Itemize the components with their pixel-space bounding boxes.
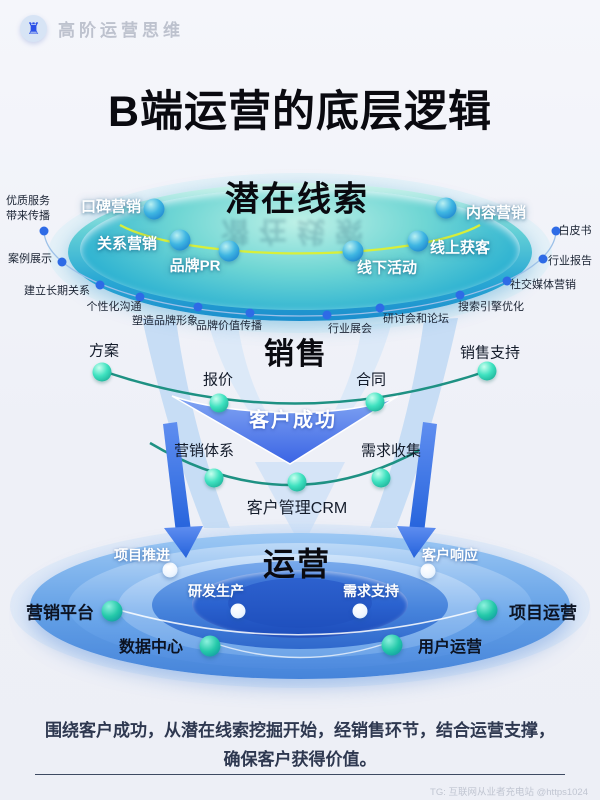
crm-label: 客户管理CRM (246, 500, 348, 517)
ops-outer-label: 用户运营 (417, 639, 483, 656)
lead-outer-label: 社交媒体营销 (510, 279, 576, 291)
lead-node-dot (143, 198, 165, 220)
flow-arrow-left-head (164, 526, 203, 558)
sales-node-dot (92, 362, 112, 382)
summary-line1: 围绕客户成功，从潜在线索挖掘开始，经销售环节，结合运营支撑， (45, 721, 555, 740)
leads-outer-arc (43, 229, 557, 317)
ops-node-dot-white (230, 603, 246, 619)
sales-node-dot (365, 392, 385, 412)
lead-node-dot (169, 229, 191, 251)
lead-outer-label: 研讨会和论坛 (383, 313, 449, 325)
brand-name: 高阶运营思维 (58, 21, 184, 40)
outer-node-dot (57, 257, 67, 267)
outer-node-dot (193, 302, 203, 312)
lead-ring-label: 品牌PR (169, 257, 221, 275)
flow-arrow-right-head (397, 526, 436, 558)
lead-outer-label: 塑造品牌形象 (132, 315, 198, 327)
outer-node-dot (551, 226, 561, 236)
sales-arc (99, 368, 491, 405)
ops-outer-label: 数据中心 (118, 639, 184, 656)
sales-stage-title: 销售 (264, 338, 328, 371)
cs-node-dot (287, 472, 307, 492)
ops-arc-outer (111, 606, 489, 636)
sales-item-label: 报价 (202, 371, 234, 389)
ops-node-dot-teal (199, 635, 221, 657)
lead-node-dot (435, 197, 457, 219)
brand-logo: ♜ 高阶运营思维 (20, 15, 184, 42)
lead-node-dot (342, 240, 364, 262)
ops-stage-title: 运营 (262, 546, 332, 582)
ops-node-dot-white (352, 603, 368, 619)
funnel-wall-inner-right (308, 322, 392, 448)
lead-ring-label: 口碑营销 (80, 198, 142, 216)
lead-outer-label: 个性化沟通 (86, 301, 142, 313)
outer-node-dot (538, 254, 548, 264)
ops-node-dot-teal (476, 599, 498, 621)
page-title: B端运营的底层逻辑 (107, 88, 493, 136)
outer-node-dot (245, 308, 255, 318)
outer-node-dot (375, 303, 385, 313)
outer-node-dot (502, 276, 512, 286)
flow-arrow-right-shaft (409, 422, 437, 533)
ops-inner-label: 项目推进 (114, 547, 170, 563)
ops-arc-inner (207, 640, 394, 659)
outer-node-dot (95, 280, 105, 290)
lead-outer-label: 白皮书 (558, 225, 592, 237)
outer-node-dot (135, 292, 145, 302)
lead-ring-label: 关系营销 (96, 235, 158, 253)
lead-outer-label: 行业报告 (548, 255, 592, 267)
summary-text: 围绕客户成功，从潜在线索挖掘开始，经销售环节，结合运营支撑， 确保客户获得价值。 (20, 716, 580, 774)
ops-node-dot-teal (101, 600, 123, 622)
cs-stage-title: 客户成功 (249, 409, 337, 432)
leads-stage-title: 潜在线索 (225, 180, 369, 219)
lead-ring-label: 线下活动 (356, 259, 418, 277)
cs-item-label: 需求收集 (360, 442, 422, 460)
lead-outer-label: 建立长期关系 (24, 285, 90, 297)
lead-outer-label: 行业展会 (328, 323, 372, 335)
sales-node-dot (209, 393, 229, 413)
ops-node-dot-white (420, 563, 436, 579)
sales-item-label: 方案 (88, 342, 120, 360)
ops-outer-label: 项目运营 (509, 603, 577, 623)
lead-node-dot (218, 240, 240, 262)
divider (35, 774, 565, 775)
flow-arrow-left-shaft (163, 422, 191, 533)
cs-arrow (171, 395, 399, 465)
lead-outer-label: 优质服务带来传播 (6, 195, 50, 222)
lead-ring-label: 线上获客 (429, 239, 491, 257)
sales-node-dot (477, 361, 497, 381)
outer-node-dot (322, 310, 332, 320)
outer-node-dot (455, 290, 465, 300)
lead-outer-label: 搜索引擎优化 (458, 301, 524, 313)
cs-node-dot (371, 468, 391, 488)
funnel-wall-inner-left (208, 322, 292, 448)
funnel-wall-right (370, 318, 458, 528)
summary-line2: 确保客户获得价值。 (223, 750, 377, 769)
lead-node-dot (407, 230, 429, 252)
cs-item-label: 营销体系 (173, 442, 235, 460)
lead-outer-label: 品牌价值传播 (196, 320, 262, 332)
ops-inner-label: 需求支持 (343, 583, 399, 599)
ops-inner-label: 研发生产 (188, 583, 244, 599)
rook-icon: ♜ (20, 15, 47, 42)
ops-inner-label: 客户响应 (422, 547, 478, 563)
leads-yellow-arc (119, 223, 481, 255)
ops-node-dot-white (162, 562, 178, 578)
lead-outer-label: 案例展示 (8, 253, 52, 265)
ops-disc-core (228, 578, 372, 628)
sales-item-label: 合同 (355, 371, 387, 389)
ops-outer-label: 营销平台 (26, 603, 94, 623)
lead-ring-label: 内容营销 (465, 204, 527, 222)
outer-node-dot (39, 226, 49, 236)
sales-item-label: 销售支持 (459, 344, 521, 362)
ops-node-dot-teal (381, 634, 403, 656)
cs-node-dot (204, 468, 224, 488)
watermark: TG: 互联网从业者充电站 @https1024 (430, 787, 588, 798)
